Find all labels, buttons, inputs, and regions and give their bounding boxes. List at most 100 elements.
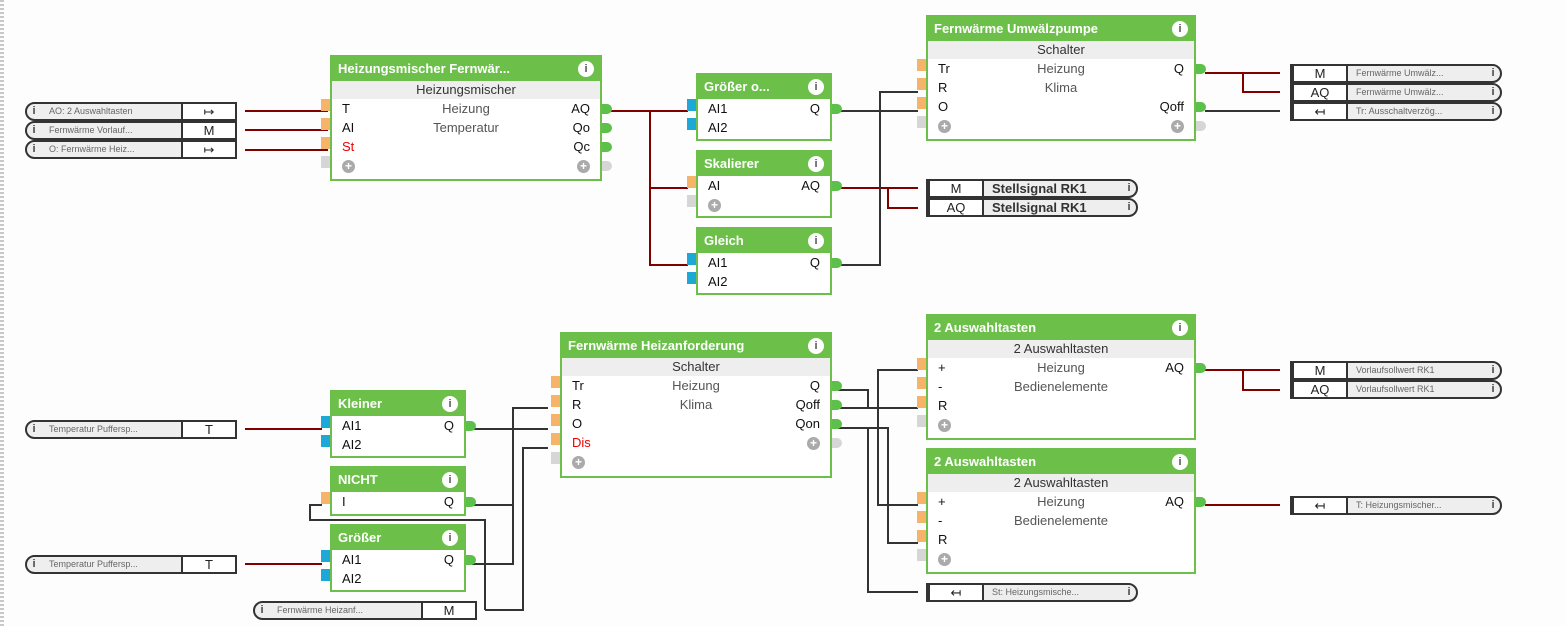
output-port[interactable] — [602, 123, 612, 133]
add-input-icon[interactable]: + — [708, 199, 721, 213]
output-port[interactable] — [1196, 363, 1206, 373]
info-icon[interactable]: i — [808, 156, 824, 172]
terminal-heizanf[interactable]: i Fernwärme Heizanf... M — [253, 601, 477, 620]
info-icon[interactable]: i — [32, 423, 36, 435]
input-port[interactable] — [321, 550, 330, 562]
add-output-icon[interactable]: + — [807, 437, 820, 451]
info-icon[interactable]: i — [1491, 67, 1495, 79]
output-port[interactable] — [1196, 102, 1206, 112]
input-port[interactable] — [551, 395, 560, 407]
add-input-icon[interactable]: + — [938, 120, 951, 134]
input-port[interactable] — [687, 253, 696, 265]
info-icon[interactable]: i — [442, 472, 458, 488]
input-port[interactable] — [551, 433, 560, 445]
input-port[interactable] — [321, 569, 330, 581]
info-icon[interactable]: i — [1172, 320, 1188, 336]
terminal-st-heiz[interactable]: ↤ St: Heizungsmische... i — [926, 583, 1138, 602]
output-port[interactable] — [832, 400, 842, 410]
output-port[interactable] — [602, 142, 612, 152]
info-icon[interactable]: i — [808, 338, 824, 354]
info-icon[interactable]: i — [1491, 86, 1495, 98]
input-port[interactable] — [551, 452, 560, 464]
input-port[interactable] — [917, 97, 926, 109]
terminal-puffer-2[interactable]: i Temperatur Puffersp... T — [25, 555, 237, 574]
info-icon[interactable]: i — [32, 558, 36, 570]
input-port[interactable] — [321, 137, 330, 149]
input-port[interactable] — [917, 377, 926, 389]
info-icon[interactable]: i — [1127, 182, 1131, 194]
output-port[interactable] — [832, 258, 842, 268]
input-port[interactable] — [687, 272, 696, 284]
add-output-icon[interactable]: + — [1171, 120, 1184, 134]
input-port[interactable] — [917, 492, 926, 504]
output-port[interactable] — [466, 421, 476, 431]
terminal-puffer-1[interactable]: i Temperatur Puffersp... T — [25, 420, 237, 439]
output-port[interactable] — [832, 381, 842, 391]
output-port[interactable] — [832, 438, 842, 448]
add-input-icon[interactable]: + — [572, 456, 585, 470]
terminal-o[interactable]: i O: Fernwärme Heiz... ↦ — [25, 140, 237, 159]
add-input-icon[interactable]: + — [938, 419, 951, 433]
add-input-icon[interactable]: + — [938, 553, 951, 567]
output-port[interactable] — [466, 555, 476, 565]
terminal-stell-m[interactable]: M Stellsignal RK1 i — [926, 179, 1138, 198]
info-icon[interactable]: i — [1127, 586, 1131, 598]
input-port[interactable] — [917, 415, 926, 427]
input-port[interactable] — [917, 511, 926, 523]
block-heizungsmischer[interactable]: Heizungsmischer Fernwär...i Heizungsmisc… — [321, 55, 612, 181]
output-port[interactable] — [832, 419, 842, 429]
add-input-icon[interactable]: + — [342, 160, 355, 174]
info-icon[interactable]: i — [1491, 383, 1495, 395]
terminal-tr[interactable]: ↤ Tr: Ausschaltverzög... i — [1290, 102, 1502, 121]
input-port[interactable] — [321, 492, 330, 504]
info-icon[interactable]: i — [260, 604, 264, 616]
input-port[interactable] — [917, 530, 926, 542]
input-port[interactable] — [687, 99, 696, 111]
add-output-icon[interactable]: + — [577, 160, 590, 174]
input-port[interactable] — [917, 396, 926, 408]
info-icon[interactable]: i — [32, 143, 36, 155]
output-port[interactable] — [466, 497, 476, 507]
info-icon[interactable]: i — [1172, 21, 1188, 37]
info-icon[interactable]: i — [1491, 499, 1495, 511]
output-port[interactable] — [832, 104, 842, 114]
info-icon[interactable]: i — [578, 61, 594, 77]
terminal-umw-m[interactable]: M Fernwärme Umwälz... i — [1290, 64, 1502, 83]
info-icon[interactable]: i — [808, 79, 824, 95]
input-port[interactable] — [321, 99, 330, 111]
output-port[interactable] — [832, 181, 842, 191]
input-port[interactable] — [917, 549, 926, 561]
input-port[interactable] — [687, 118, 696, 130]
output-port[interactable] — [602, 104, 612, 114]
input-port[interactable] — [687, 195, 696, 207]
info-icon[interactable]: i — [1491, 364, 1495, 376]
info-icon[interactable]: i — [32, 105, 36, 117]
terminal-vorl-m[interactable]: M Vorlaufsollwert RK1 i — [1290, 361, 1502, 380]
terminal-ao[interactable]: i AO: 2 Auswahltasten ↦ — [25, 102, 237, 121]
input-port[interactable] — [321, 118, 330, 130]
info-icon[interactable]: i — [1491, 105, 1495, 117]
input-port[interactable] — [551, 376, 560, 388]
info-icon[interactable]: i — [442, 530, 458, 546]
input-port[interactable] — [687, 176, 696, 188]
input-port[interactable] — [321, 156, 330, 168]
terminal-vorl-aq[interactable]: AQ Vorlaufsollwert RK1 i — [1290, 380, 1502, 399]
info-icon[interactable]: i — [808, 233, 824, 249]
input-port[interactable] — [917, 116, 926, 128]
terminal-vorlauf[interactable]: i Fernwärme Vorlauf... M — [25, 121, 237, 140]
output-port[interactable] — [602, 161, 612, 171]
input-port[interactable] — [917, 59, 926, 71]
output-port[interactable] — [1196, 497, 1206, 507]
terminal-stell-aq[interactable]: AQ Stellsignal RK1 i — [926, 198, 1138, 217]
input-port[interactable] — [917, 358, 926, 370]
info-icon[interactable]: i — [32, 124, 36, 136]
